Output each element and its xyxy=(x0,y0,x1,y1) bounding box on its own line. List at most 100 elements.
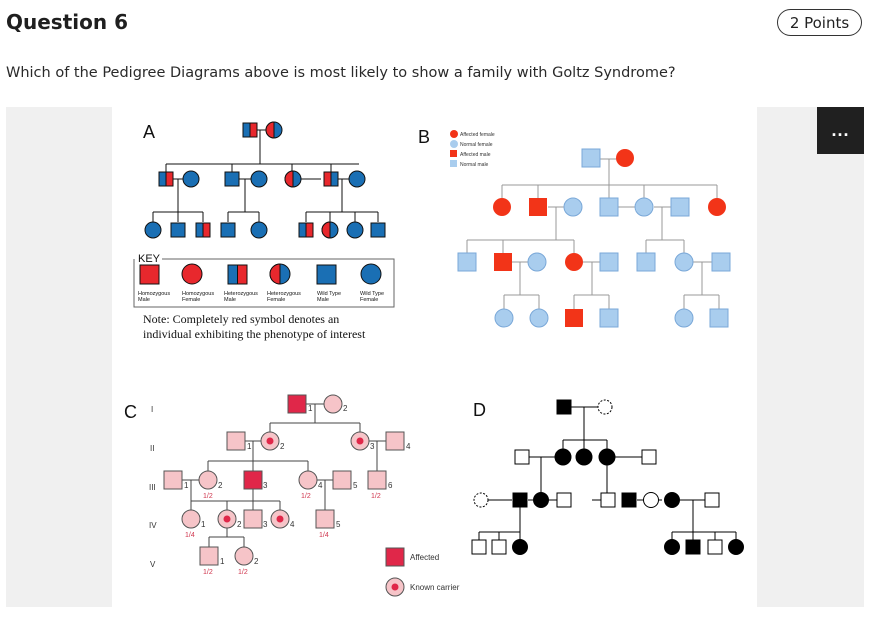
probability-label: 1/4 xyxy=(185,532,195,539)
pedigree-c: C I II III IV V xyxy=(124,394,460,597)
b-affected-female xyxy=(708,198,726,216)
b-normal-female xyxy=(494,308,514,328)
legend-carrier: Known carrier xyxy=(410,583,460,592)
key-label: Male xyxy=(317,297,329,303)
individual-number: 5 xyxy=(336,520,341,529)
b-normal-male xyxy=(457,252,477,272)
d-affected-male xyxy=(621,492,637,508)
d-affected-female xyxy=(598,448,616,466)
c-female xyxy=(298,470,318,490)
legend-label: Affected female xyxy=(460,132,495,138)
d-male xyxy=(641,449,657,465)
individual-number: 3 xyxy=(263,481,268,490)
a-het-male xyxy=(158,171,174,187)
key-label: Homozygous xyxy=(182,291,214,297)
b-normal-male xyxy=(711,252,731,272)
key-title: KEY xyxy=(138,253,161,265)
c-male xyxy=(367,470,387,490)
note-line-1: Note: Completely red symbol denotes an xyxy=(143,312,339,326)
d-male xyxy=(600,492,616,508)
d-male xyxy=(704,492,720,508)
individual-number: 4 xyxy=(406,442,411,451)
d-affected-female xyxy=(512,539,528,555)
pedigree-svg: A KEY xyxy=(124,121,744,597)
b-normal-female xyxy=(527,252,547,272)
d-affected-male xyxy=(685,539,701,555)
d-male xyxy=(491,539,507,555)
key-label: Heterozygous xyxy=(224,291,258,297)
d-affected-female xyxy=(664,539,680,555)
individual-number: 2 xyxy=(218,481,223,490)
generation-label: V xyxy=(150,560,156,569)
b-normal-male xyxy=(599,197,619,217)
key-label: Homozygous xyxy=(138,291,170,297)
c-female xyxy=(198,470,218,490)
d-affected-male xyxy=(512,492,528,508)
d-affected-female xyxy=(554,448,572,466)
c-male xyxy=(226,431,246,451)
generation-label: II xyxy=(150,444,154,453)
pedigree-a: A KEY xyxy=(133,121,395,341)
a-het-female xyxy=(265,121,283,139)
a-het-male xyxy=(323,171,339,187)
more-options-button[interactable]: ... xyxy=(817,107,864,154)
a-het-male xyxy=(242,122,258,138)
individual-number: 3 xyxy=(370,442,375,451)
individual-number: 1 xyxy=(220,557,225,566)
b-normal-female xyxy=(674,308,694,328)
individual-number: 5 xyxy=(353,481,358,490)
c-male xyxy=(332,470,352,490)
d-male xyxy=(707,539,723,555)
key-label: Heterozygous xyxy=(267,291,301,297)
key-label: Female xyxy=(267,297,285,303)
d-affected-female xyxy=(575,448,593,466)
probability-label: 1/2 xyxy=(301,493,311,500)
a-wt-male xyxy=(220,222,236,238)
probability-label: 1/2 xyxy=(203,493,213,500)
d-female xyxy=(643,492,659,508)
b-normal-male xyxy=(670,197,690,217)
generation-label: III xyxy=(149,483,156,492)
pedigree-b: B Affected female Normal female Affected… xyxy=(418,127,731,328)
individual-number: 2 xyxy=(343,404,348,413)
b-normal-male xyxy=(709,308,729,328)
more-icon: ... xyxy=(831,120,850,140)
individual-number: 3 xyxy=(263,520,268,529)
individual-number: 2 xyxy=(237,520,242,529)
a-het-female xyxy=(321,221,339,239)
generation-label: I xyxy=(151,405,153,414)
b-affected-female xyxy=(616,149,634,167)
key-label: Female xyxy=(182,297,200,303)
b-normal-female xyxy=(563,197,583,217)
key-label: Male xyxy=(138,297,150,303)
individual-number: 1 xyxy=(308,404,313,413)
individual-number: 2 xyxy=(254,557,259,566)
d-male xyxy=(514,449,530,465)
a-wt-female xyxy=(250,170,268,188)
a-wt-male xyxy=(170,222,186,238)
c-male xyxy=(315,509,335,529)
c-female xyxy=(234,546,254,566)
individual-number: 4 xyxy=(290,520,295,529)
a-het-male xyxy=(195,222,211,238)
d-male xyxy=(471,539,487,555)
b-normal-male xyxy=(636,252,656,272)
legend-label: Affected male xyxy=(460,152,491,158)
d-affected-female xyxy=(728,539,744,555)
individual-number: 1 xyxy=(201,520,206,529)
points-badge: 2 Points xyxy=(777,9,862,36)
b-normal-female xyxy=(529,308,549,328)
key-label: Female xyxy=(360,297,378,303)
note-line-2: individual exhibiting the phenotype of i… xyxy=(143,327,366,341)
d-unrelated-female xyxy=(597,399,613,415)
question-prompt: Which of the Pedigree Diagrams above is … xyxy=(6,65,676,81)
c-male xyxy=(199,546,219,566)
probability-label: 1/4 xyxy=(319,532,329,539)
b-affected-female xyxy=(493,198,511,216)
b-normal-male xyxy=(599,308,619,328)
a-wt-male xyxy=(224,171,240,187)
individual-number: 1 xyxy=(184,481,189,490)
a-het-female xyxy=(284,170,302,188)
pedigree-d-label: D xyxy=(473,400,486,420)
c-female xyxy=(181,509,201,529)
